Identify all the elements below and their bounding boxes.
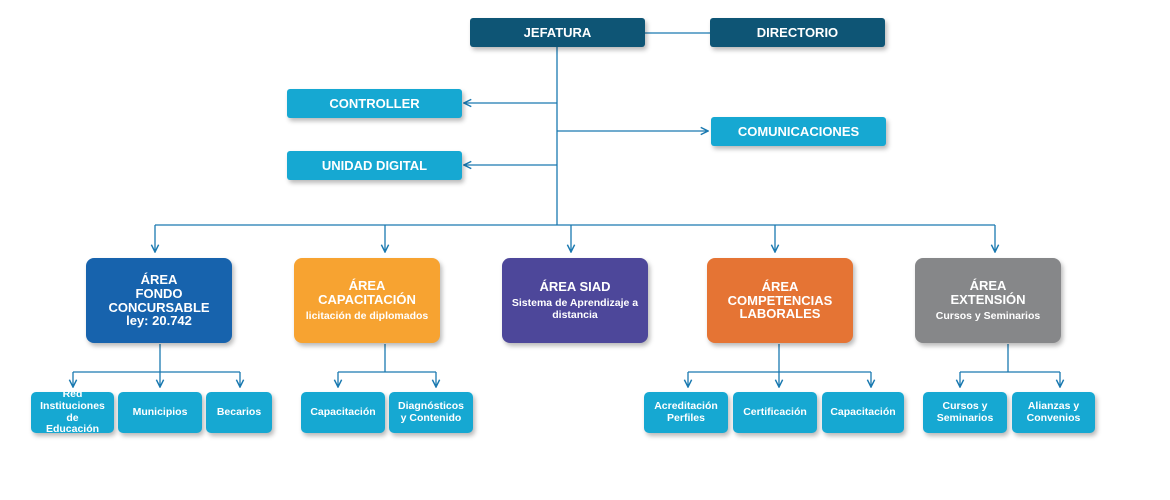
node-red-instituciones: Red Instituciones de Educación bbox=[31, 388, 114, 436]
node-area-competencias: ÁREA COMPETENCIAS LABORALES bbox=[707, 258, 853, 343]
child-cursos-line-2: Seminarios bbox=[936, 411, 994, 424]
child-alianzas-line-2: Convenios bbox=[1026, 411, 1081, 424]
child-alianzas-line-1: Alianzas y bbox=[1027, 399, 1080, 412]
area-fondo-title-1: ÁREA bbox=[140, 272, 178, 288]
child-red-line-1: Red bbox=[62, 388, 83, 401]
area-fondo-title-2: FONDO CONCURSABLE bbox=[108, 285, 210, 315]
child-acreditacion-line-2: Perfiles bbox=[667, 411, 705, 424]
node-cursos-seminarios: Cursos y Seminarios bbox=[923, 392, 1007, 433]
area-competencias-title-2: COMPETENCIAS bbox=[727, 292, 833, 308]
area-extension-subtitle: Cursos y Seminarios bbox=[935, 309, 1041, 322]
child-diagnosticos-line-2: y Contenido bbox=[400, 411, 462, 424]
child-becarios-label: Becarios bbox=[216, 405, 262, 418]
node-alianzas-convenios: Alianzas y Convenios bbox=[1012, 392, 1095, 433]
area-fondo-title-3: ley: 20.742 bbox=[126, 313, 192, 329]
node-comunicaciones: COMUNICACIONES bbox=[711, 117, 886, 146]
child-capacitacion-label: Capacitación bbox=[310, 405, 376, 418]
node-unidad-digital: UNIDAD DIGITAL bbox=[287, 151, 462, 180]
node-jefatura: JEFATURA bbox=[470, 18, 645, 47]
node-controller: CONTROLLER bbox=[287, 89, 462, 118]
area-competencias-title-3: LABORALES bbox=[739, 306, 821, 322]
node-jefatura-label: JEFATURA bbox=[523, 24, 592, 40]
child-cursos-line-1: Cursos y bbox=[942, 399, 988, 412]
node-area-capacitacion: ÁREA CAPACITACIÓN licitación de diplomad… bbox=[294, 258, 440, 343]
child-red-line-2: Instituciones de bbox=[40, 399, 105, 424]
node-unidad-digital-label: UNIDAD DIGITAL bbox=[321, 157, 428, 173]
node-comunicaciones-label: COMUNICACIONES bbox=[737, 123, 860, 139]
node-municipios: Municipios bbox=[118, 392, 202, 433]
node-area-fondo-concursable: ÁREA FONDO CONCURSABLE ley: 20.742 bbox=[86, 258, 232, 343]
child-acreditacion-line-1: Acreditación bbox=[654, 399, 718, 412]
area-siad-subtitle: Sistema de Aprendizaje a distancia bbox=[511, 296, 639, 321]
node-becarios: Becarios bbox=[206, 392, 272, 433]
child-certificacion-label: Certificación bbox=[743, 405, 807, 418]
node-controller-label: CONTROLLER bbox=[329, 95, 420, 111]
node-capacitacion-competencias: Capacitación bbox=[822, 392, 904, 433]
node-directorio-label: DIRECTORIO bbox=[756, 24, 839, 40]
node-area-siad: ÁREA SIAD Sistema de Aprendizaje a dista… bbox=[502, 258, 648, 343]
node-capacitacion-child: Capacitación bbox=[301, 392, 385, 433]
area-capacitacion-title-1: ÁREA bbox=[348, 278, 386, 294]
node-area-extension: ÁREA EXTENSIÓN Cursos y Seminarios bbox=[915, 258, 1061, 343]
child-red-line-3: Educación bbox=[45, 423, 100, 436]
area-competencias-title-1: ÁREA bbox=[761, 279, 799, 295]
child-diagnosticos-line-1: Diagnósticos bbox=[398, 399, 464, 412]
child-capacitacion-competencias-label: Capacitación bbox=[830, 405, 896, 418]
child-municipios-label: Municipios bbox=[132, 405, 188, 418]
area-extension-title-2: EXTENSIÓN bbox=[950, 291, 1026, 307]
node-diagnosticos: Diagnósticos y Contenido bbox=[389, 392, 473, 433]
area-siad-title-1: ÁREA SIAD bbox=[539, 279, 611, 295]
node-directorio: DIRECTORIO bbox=[710, 18, 885, 47]
node-acreditacion: Acreditación Perfiles bbox=[644, 392, 728, 433]
area-capacitacion-title-2: CAPACITACIÓN bbox=[318, 291, 416, 307]
node-certificacion: Certificación bbox=[733, 392, 817, 433]
area-capacitacion-subtitle: licitación de diplomados bbox=[305, 309, 429, 322]
area-extension-title-1: ÁREA bbox=[969, 278, 1007, 294]
